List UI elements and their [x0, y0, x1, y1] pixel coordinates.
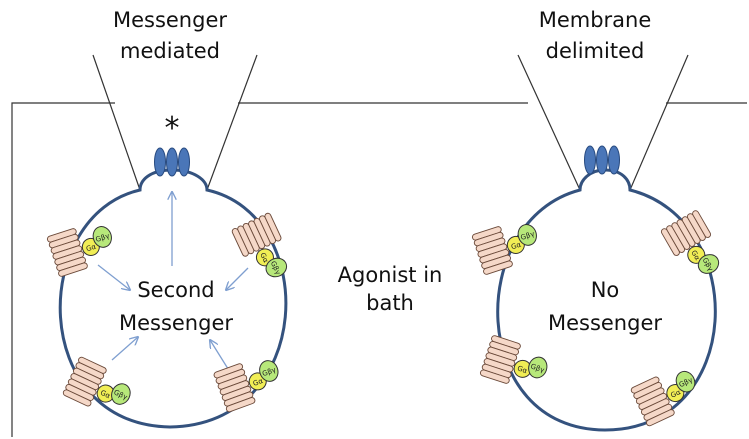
right-title-line2: delimited [546, 39, 645, 63]
left-cell-label-line1: Second [137, 278, 214, 302]
g-betagamma-icon: Gβγ [259, 360, 279, 382]
receptor-icon [231, 212, 282, 257]
left-pipette [92, 54, 258, 191]
g-betagamma-icon: Gβγ [265, 257, 288, 278]
receptor-icon [479, 335, 521, 384]
receptor-icon [660, 210, 712, 256]
svg-text:Gα: Gα [252, 377, 265, 388]
bath-chamber [11, 102, 747, 437]
receptor-icon [213, 363, 256, 413]
svg-text:Gβγ: Gβγ [530, 362, 546, 374]
svg-text:Gα: Gα [670, 388, 683, 400]
svg-text:Gα: Gα [99, 389, 112, 401]
g-betagamma-icon: Gβγ [528, 356, 548, 379]
right-title-line1: Membrane [539, 8, 652, 32]
svg-text:Gα: Gα [510, 240, 522, 251]
svg-text:Gα: Gα [516, 364, 528, 375]
left-title-line2: mediated [120, 39, 220, 63]
svg-text:Gα: Gα [258, 252, 270, 265]
receptor-icon [46, 228, 88, 277]
messenger-arrows [97, 192, 249, 373]
right-cell-label-line1: No [591, 278, 620, 302]
receptor-icon [471, 226, 513, 275]
agonist-label-line2: bath [366, 291, 414, 315]
g-betagamma-icon: Gβγ [697, 254, 720, 274]
receptor-icon [62, 356, 107, 407]
left-cell-label-line2: Messenger [119, 311, 233, 335]
asterisk: * [165, 111, 180, 146]
g-betagamma-icon: Gβγ [111, 383, 131, 405]
right-pipette [517, 54, 689, 191]
left-ion-channel [154, 147, 190, 177]
left-title-line1: Messenger [113, 8, 227, 32]
right-cell-membrane [496, 168, 717, 432]
svg-text:Gβγ: Gβγ [520, 230, 536, 242]
right-ion-channel [584, 145, 620, 175]
agonist-label-line1: Agonist in [338, 263, 443, 287]
right-cell-label-line2: Messenger [548, 311, 662, 335]
svg-text:Gβγ: Gβγ [95, 232, 111, 244]
g-betagamma-icon: Gβγ [92, 226, 112, 248]
g-betagamma-icon: Gβγ [517, 224, 537, 246]
svg-text:Gα: Gα [85, 242, 97, 253]
receptor-icon [630, 376, 675, 427]
g-betagamma-icon: Gβγ [675, 370, 696, 393]
